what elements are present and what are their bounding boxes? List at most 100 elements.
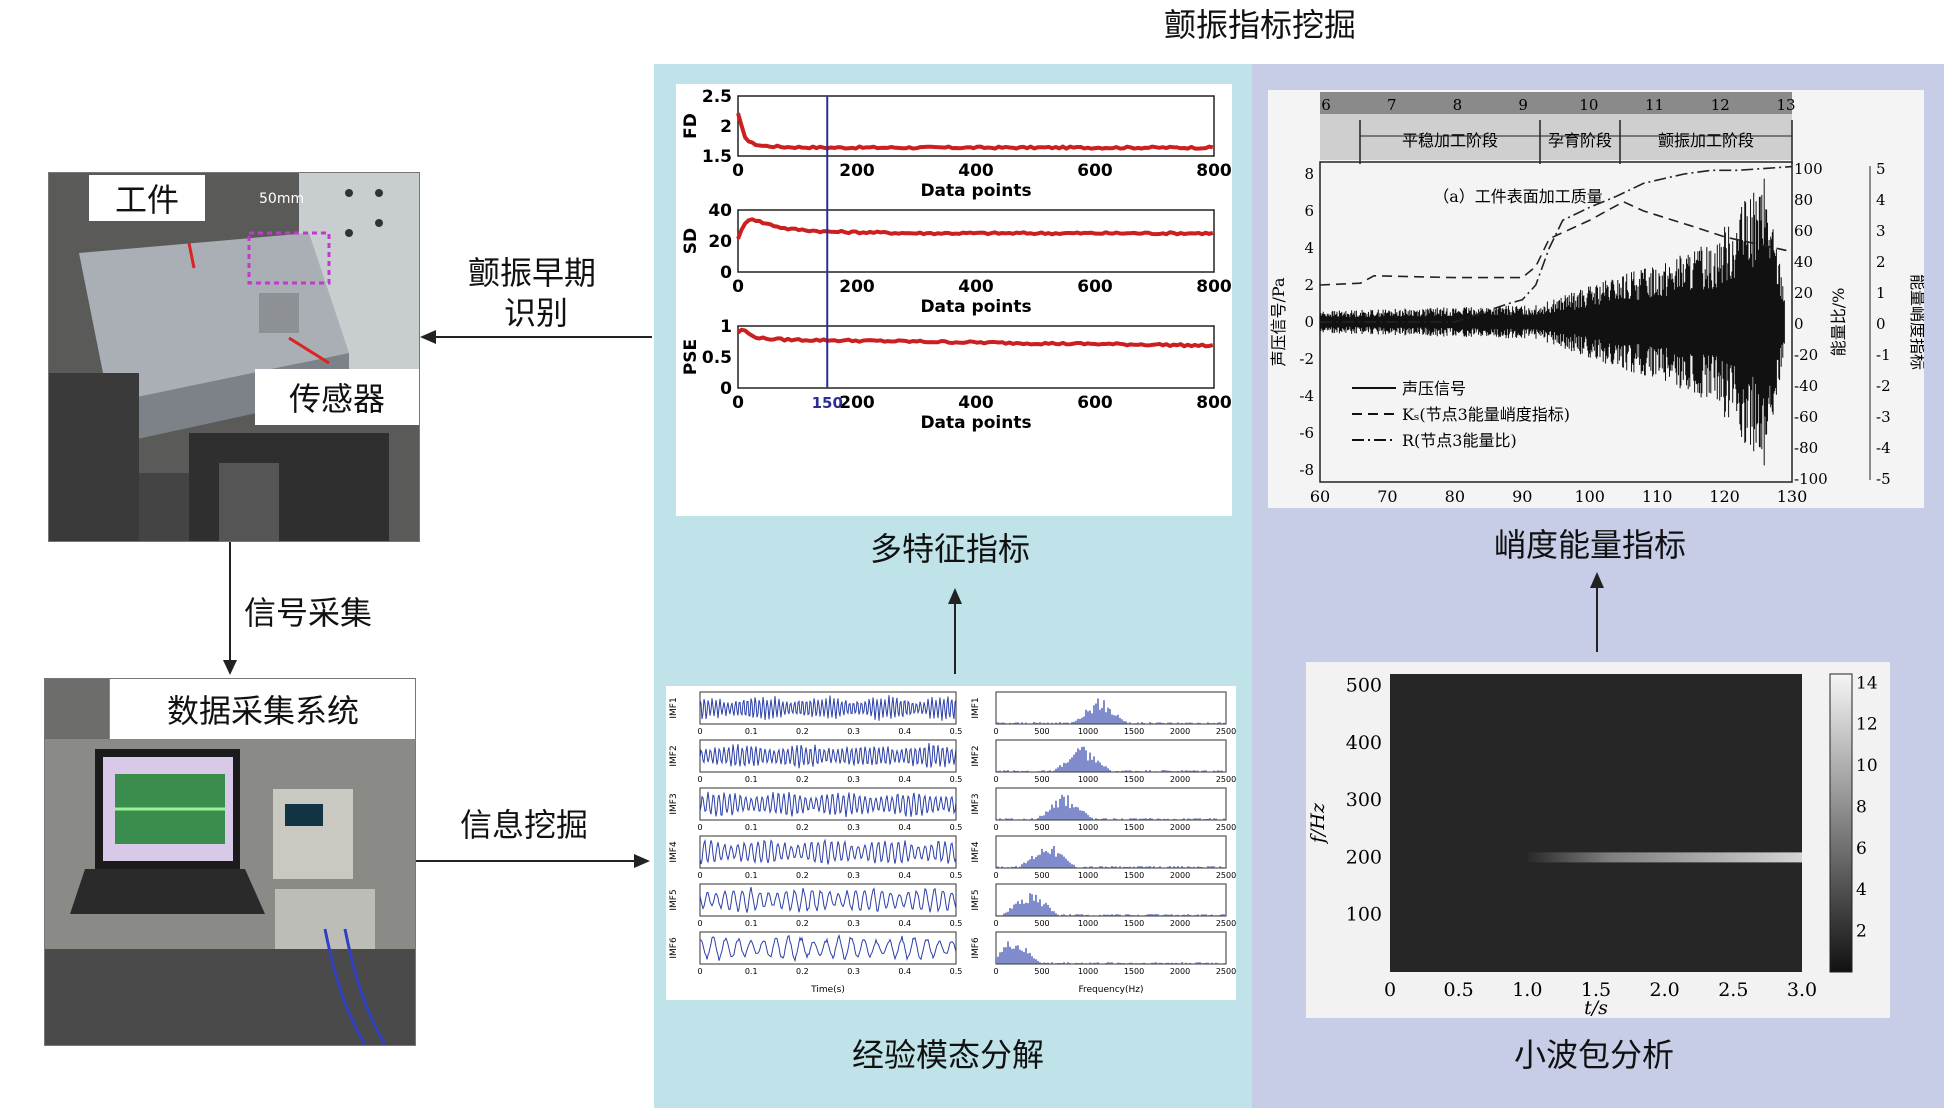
right-y-tick-label: -2 xyxy=(1876,377,1891,395)
freq-tick-label: 0 xyxy=(993,967,998,976)
right-y-tick-label: -1 xyxy=(1876,346,1891,364)
imf-waveform xyxy=(699,743,957,769)
x-tick-label: 2.0 xyxy=(1650,979,1680,1001)
mid-y-tick-label: 100 xyxy=(1794,160,1823,178)
heatmap-area xyxy=(1390,674,1802,972)
left-y-tick-label: 6 xyxy=(1304,202,1314,220)
x-tick-label: 0.5 xyxy=(1444,979,1474,1001)
machine-illustration xyxy=(49,173,419,541)
imf-label: IMF2 xyxy=(669,745,679,766)
colorbar-tick-label: 4 xyxy=(1856,880,1867,900)
x-tick-label: 600 xyxy=(1077,161,1113,181)
y-tick-label: 0.5 xyxy=(702,348,732,368)
left-y-tick-label: -2 xyxy=(1299,350,1314,368)
freq-tick-label: 1000 xyxy=(1078,871,1098,880)
wavelet-caption: 小波包分析 xyxy=(1514,1036,1675,1074)
emd-caption: 经验模态分解 xyxy=(852,1036,1045,1074)
surface-tick-label: 12 xyxy=(1711,96,1730,114)
time-tick-label: 0.5 xyxy=(950,919,963,928)
time-tick-label: 0.1 xyxy=(745,967,758,976)
imf-spectrum-label: IMF2 xyxy=(971,745,981,766)
time-tick-label: 0 xyxy=(697,871,702,880)
colorbar-tick-label: 6 xyxy=(1856,839,1867,859)
mid-y-tick-label: -40 xyxy=(1794,377,1818,395)
time-tick-label: 0.4 xyxy=(898,775,911,784)
stage-label: 颤振加工阶段 xyxy=(1658,131,1754,150)
mid-y-tick-label: 20 xyxy=(1794,284,1813,302)
imf-spectrum xyxy=(995,941,1227,964)
imf-spectrum-label: IMF1 xyxy=(971,697,981,718)
plot-frame-SD xyxy=(737,209,1215,273)
y-tick-label: 2.5 xyxy=(702,87,732,107)
freq-tick-label: 500 xyxy=(1034,919,1049,928)
freq-tick-label: 2500 xyxy=(1216,775,1236,784)
x-tick-label: 130 xyxy=(1777,487,1808,506)
y-tick-label: 100 xyxy=(1346,904,1382,926)
right-y-tick-label: 3 xyxy=(1876,222,1886,240)
freq-tick-label: 2000 xyxy=(1170,823,1190,832)
time-tick-label: 0.2 xyxy=(796,967,809,976)
emd-up-arrow xyxy=(948,588,962,674)
mid-y-tick-label: 40 xyxy=(1794,253,1813,271)
x-tick-label: 400 xyxy=(958,277,994,297)
freq-tick-label: 1000 xyxy=(1078,967,1098,976)
freq-tick-label: 0 xyxy=(993,823,998,832)
right-y-tick-label: 5 xyxy=(1876,160,1886,178)
early-identify-line1: 颤振早期 xyxy=(468,254,597,292)
x-tick-label: 800 xyxy=(1196,161,1232,181)
series-line-FD xyxy=(736,112,1214,151)
x-tick-label: 80 xyxy=(1445,487,1465,506)
time-tick-label: 0.1 xyxy=(745,871,758,880)
surface-tick-label: 13 xyxy=(1776,96,1795,114)
mid-y-axis-label: 能量比/% xyxy=(1829,288,1848,357)
freq-tick-label: 2000 xyxy=(1170,871,1190,880)
x-tick-label: 70 xyxy=(1377,487,1397,506)
y-tick-label: 40 xyxy=(708,201,732,221)
time-tick-label: 0 xyxy=(697,967,702,976)
imf-spectrum-label: IMF5 xyxy=(971,889,981,910)
colorbar-tick-label: 8 xyxy=(1856,797,1867,817)
freq-tick-label: 2500 xyxy=(1216,919,1236,928)
x-tick-label: 100 xyxy=(1574,487,1605,506)
marker-label: 150 xyxy=(812,394,843,412)
imf-waveform xyxy=(699,838,957,865)
r-series-line xyxy=(1320,165,1793,323)
right-y-tick-label: 2 xyxy=(1876,253,1886,271)
y-tick-label: 1 xyxy=(720,317,732,337)
surface-tick-label: 7 xyxy=(1387,96,1397,114)
daq-photo: 数据采集系统 xyxy=(44,678,416,1046)
y-axis-label: PSE xyxy=(681,339,701,375)
colorbar-tick-label: 14 xyxy=(1856,673,1878,693)
time-tick-label: 0.3 xyxy=(847,727,860,736)
surface-image-band xyxy=(1320,92,1792,114)
caption-text: （a）工件表面加工质量 xyxy=(1433,187,1603,206)
imf-freq-frame xyxy=(995,739,1227,773)
y-axis-label: FD xyxy=(681,113,701,139)
imf-time-frame xyxy=(699,835,957,869)
mid-y-tick-label: -80 xyxy=(1794,439,1818,457)
time-tick-label: 0.2 xyxy=(796,871,809,880)
time-tick-label: 0.1 xyxy=(745,919,758,928)
x-tick-label: 600 xyxy=(1077,277,1113,297)
imf-waveform xyxy=(699,934,957,963)
freq-tick-label: 500 xyxy=(1034,967,1049,976)
time-tick-label: 0.1 xyxy=(745,727,758,736)
x-tick-label: 2.5 xyxy=(1718,979,1748,1001)
time-tick-label: 0.2 xyxy=(796,775,809,784)
y-tick-label: 300 xyxy=(1346,789,1382,811)
y-tick-label: 500 xyxy=(1346,674,1382,696)
series-line-PSE xyxy=(736,327,1214,349)
legend-label: R(节点3能量比) xyxy=(1402,431,1517,450)
x-tick-label: 3.0 xyxy=(1787,979,1817,1001)
x-tick-label: 1.0 xyxy=(1512,979,1542,1001)
time-tick-label: 0.5 xyxy=(950,967,963,976)
time-tick-label: 0 xyxy=(697,919,702,928)
freq-tick-label: 1500 xyxy=(1124,727,1144,736)
freq-tick-label: 2000 xyxy=(1170,775,1190,784)
signal-acq-arrow xyxy=(223,542,237,675)
